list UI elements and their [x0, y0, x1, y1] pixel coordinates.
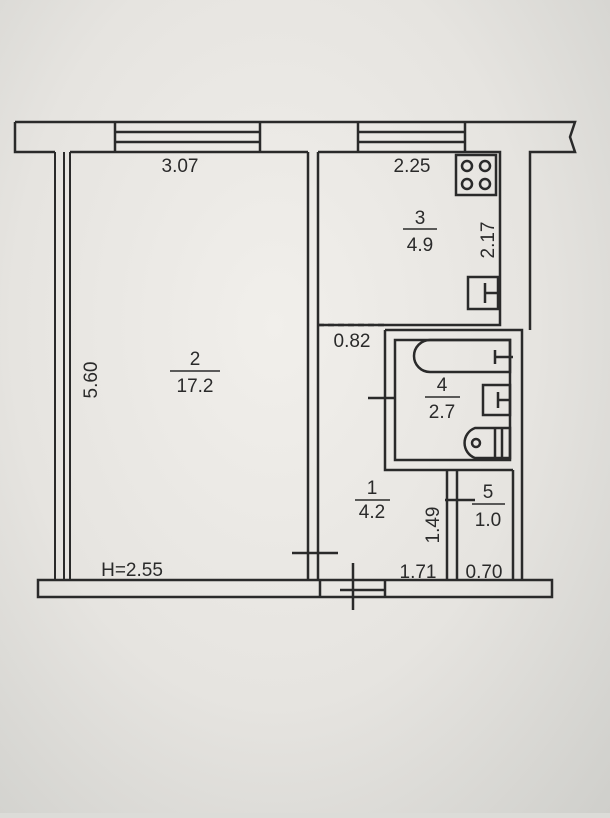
- dim-kitchen-width: 2.25: [394, 156, 431, 177]
- dim-room2-length: 5.60: [81, 362, 102, 399]
- stove-icon: [454, 153, 498, 197]
- dim-kitchen-length: 2.17: [478, 222, 499, 259]
- room5-area: 1.0: [475, 510, 501, 531]
- dim-hall-top: 0.82: [334, 331, 371, 352]
- top-wall: [13, 120, 577, 330]
- dim-hall-width: 1.71: [400, 562, 437, 583]
- room1-number: 1: [367, 478, 378, 499]
- room1-area: 4.2: [359, 502, 385, 523]
- window-right: [356, 122, 467, 152]
- bathroom-walls: [383, 328, 524, 580]
- bathtub-icon: [412, 338, 513, 374]
- room2-area: 17.2: [177, 376, 214, 397]
- partition-wall: [306, 152, 320, 580]
- window-left: [113, 122, 262, 152]
- ceiling-height: H=2.55: [101, 560, 163, 581]
- room4-area: 2.7: [429, 402, 455, 423]
- dim-hall-length: 1.49: [423, 507, 444, 544]
- bottom-wall: [36, 578, 554, 599]
- door-mark: [292, 396, 475, 610]
- room3-number: 3: [415, 208, 426, 229]
- room4-number: 4: [437, 375, 448, 396]
- room2-number: 2: [190, 349, 201, 370]
- left-wall: [54, 152, 71, 580]
- dim-closet-width: 0.70: [466, 562, 503, 583]
- dim-room2-width: 3.07: [162, 156, 199, 177]
- room5-number: 5: [483, 482, 494, 503]
- toilet-icon: [463, 426, 512, 460]
- sink-icon: [466, 275, 500, 311]
- washbasin-icon: [481, 383, 512, 417]
- room3-area: 4.9: [407, 235, 433, 256]
